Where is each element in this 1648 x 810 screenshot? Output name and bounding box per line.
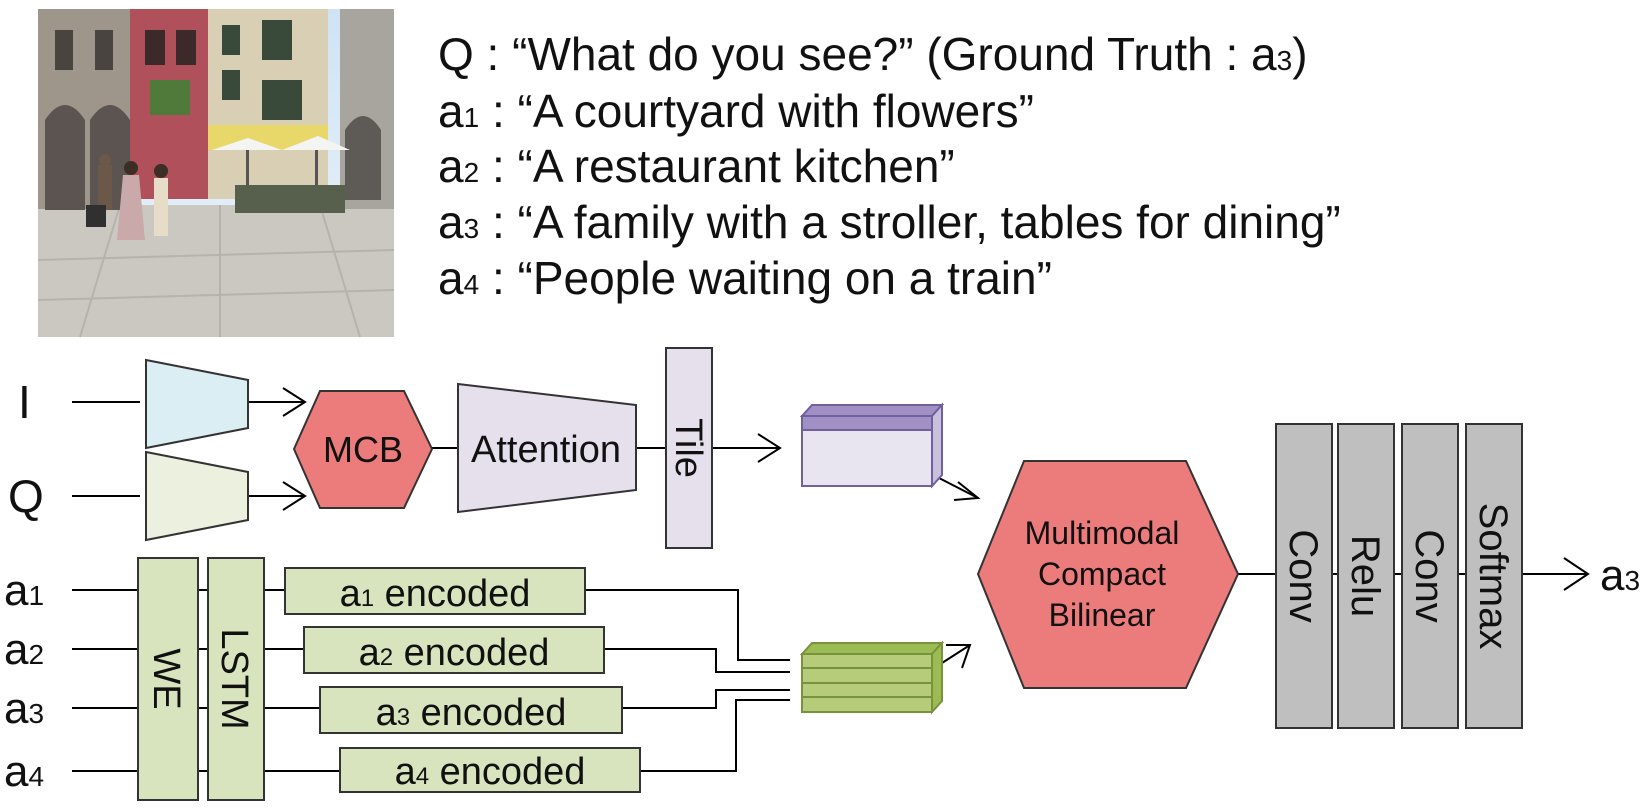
qa-ground-truth-suffix: )	[1292, 28, 1307, 80]
input-label-image: I	[18, 376, 31, 428]
head-conv-1: Conv	[1275, 423, 1333, 729]
connectors	[72, 387, 1590, 772]
svg-text:a1 encoded: a1 encoded	[340, 573, 531, 615]
qa-answer-text: “A family with a stroller, tables for di…	[518, 196, 1341, 248]
qa-answer-text: “People waiting on a train”	[518, 252, 1052, 304]
attention-label: Attention	[471, 429, 621, 471]
mcb-line-3: Bilinear	[1049, 597, 1156, 633]
encoded-box-1: a1 encoded	[284, 567, 586, 615]
tiled-feature-box	[799, 402, 945, 489]
mcb-line-2: Compact	[1038, 556, 1166, 592]
qa-ground-truth-sub: 3	[1277, 45, 1293, 76]
image-encoder-block	[145, 358, 249, 450]
qa-question-line: Q : “What do you see?” (Ground Truth : a…	[438, 28, 1308, 80]
svg-text:Conv: Conv	[1281, 529, 1325, 622]
lstm-label: LSTM	[213, 628, 255, 729]
answer-feature-stack	[799, 640, 945, 715]
encoded-box-3: a3 encoded	[319, 686, 623, 734]
qa-answer-line-4: a4 : “People waiting on a train”	[438, 252, 1052, 304]
encoded-box-2: a2 encoded	[303, 626, 605, 674]
qa-answer-line-1: a1 : “A courtyard with flowers”	[438, 85, 1034, 137]
we-label: WE	[145, 648, 187, 709]
svg-text:a2 encoded: a2 encoded	[359, 632, 550, 674]
qa-block: Q : “What do you see?” (Ground Truth : a…	[438, 28, 1341, 304]
multimodal-compact-bilinear-block: Multimodal Compact Bilinear	[976, 460, 1240, 689]
input-label-answer-2: a2	[4, 625, 44, 674]
qa-answer-text: “A courtyard with flowers”	[518, 85, 1034, 137]
svg-text:Conv: Conv	[1407, 529, 1451, 622]
output-label: a3	[1600, 551, 1640, 600]
attention-block: Attention	[457, 382, 637, 514]
svg-text:a4 encoded: a4 encoded	[395, 751, 586, 793]
svg-text:Relu: Relu	[1343, 535, 1387, 617]
mcb-block: MCB	[292, 390, 434, 509]
input-label-question: Q	[8, 470, 44, 522]
tile-label: Tile	[667, 418, 709, 478]
input-label-answer-4: a4	[4, 747, 44, 796]
qa-answer-line-3: a3 : “A family with a stroller, tables f…	[438, 196, 1341, 248]
svg-text:Softmax: Softmax	[1471, 503, 1515, 650]
qa-ground-truth-prefix: (Ground Truth : a	[926, 28, 1277, 80]
qa-question-text: “What do you see?”	[512, 28, 913, 80]
svg-text:a3 encoded: a3 encoded	[376, 692, 567, 734]
scene-photo	[37, 9, 395, 338]
input-label-answer-1: a1	[4, 566, 44, 615]
qa-question-label: Q	[438, 28, 474, 80]
qa-answer-text: “A restaurant kitchen”	[518, 140, 955, 192]
head-conv-2: Conv	[1401, 423, 1459, 729]
lstm-block: LSTM	[207, 557, 265, 801]
input-label-answer-3: a3	[4, 684, 44, 733]
head-softmax: Softmax	[1465, 423, 1523, 729]
question-encoder-block	[145, 450, 249, 542]
mcb-label: MCB	[323, 429, 403, 470]
head-relu: Relu	[1337, 423, 1395, 729]
tile-block: Tile	[665, 347, 713, 549]
encoded-box-4: a4 encoded	[339, 747, 641, 793]
mcb-line-1: Multimodal	[1025, 515, 1180, 551]
qa-answer-line-2: a2 : “A restaurant kitchen”	[438, 140, 955, 192]
word-embedding-block: WE	[137, 557, 199, 801]
